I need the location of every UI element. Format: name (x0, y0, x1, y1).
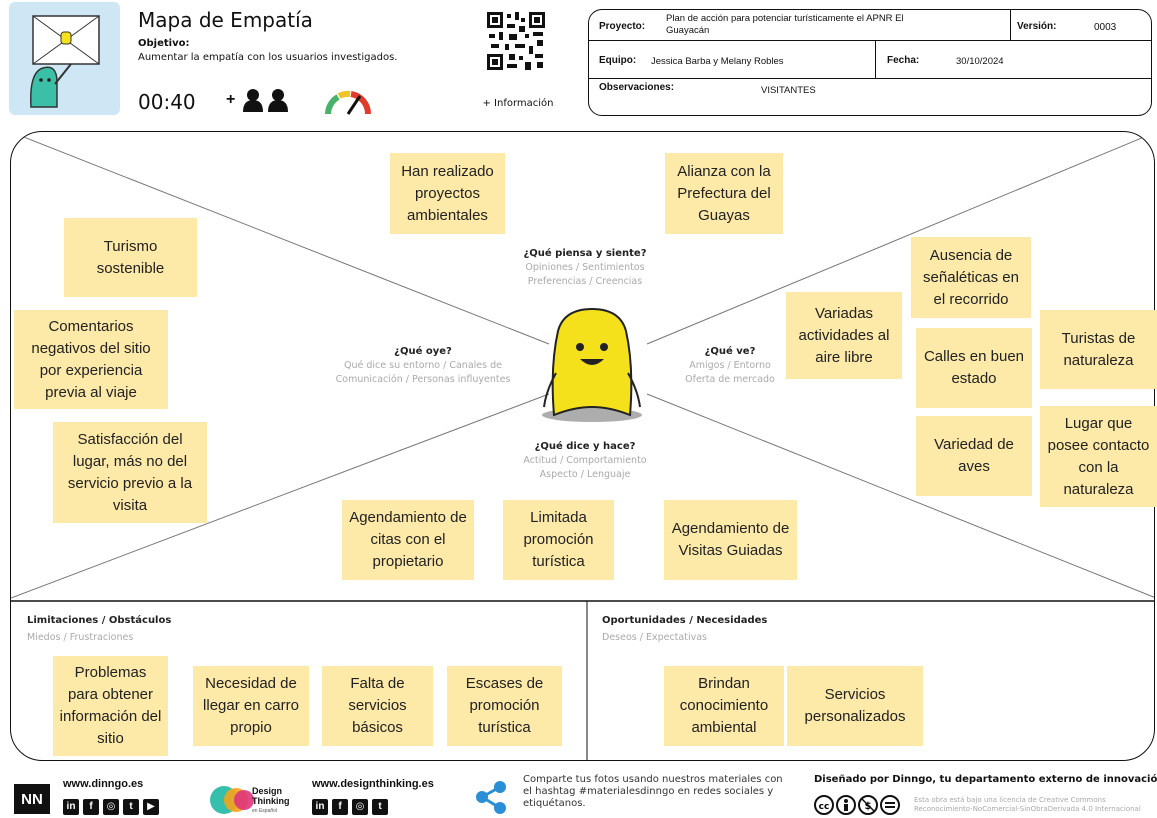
opportunities-subtitle: Deseos / Expectativas (602, 632, 707, 643)
people-count: + (226, 88, 294, 112)
more-info-link[interactable]: + Información (482, 98, 554, 109)
project-value: Plan de acción para potenciar turísticam… (666, 13, 904, 36)
quadrant-say-sub1: Actitud / Comportamiento (523, 455, 647, 466)
sticky-note-see[interactable]: Ausencia de señaléticas en el recorrido (911, 237, 1031, 318)
quadrant-hear: ¿Qué oye? Qué dice su entorno / Canales … (318, 346, 528, 387)
sticky-note-see[interactable]: Variadas actividades al aire libre (786, 292, 902, 379)
sticky-note-opportunity[interactable]: Brindan conocimiento ambiental (664, 666, 784, 746)
quadrant-say-title: ¿Qué dice y hace? (534, 441, 636, 452)
instagram-icon[interactable]: ◎ (103, 799, 119, 815)
design-thinking-site-link[interactable]: www.designthinking.es (312, 778, 434, 790)
empathy-map-character-icon (30, 15, 100, 108)
sticky-note-limitation[interactable]: Escases de promoción turística (447, 666, 562, 746)
quadrant-hear-sub2: Comunicación / Personas influyentes (335, 374, 511, 385)
limitations-title: Limitaciones / Obstáculos (27, 615, 172, 626)
facebook-icon[interactable]: f (332, 799, 348, 815)
creative-commons-icons: cc $ (814, 795, 900, 815)
share-text: Comparte tus fotos usando nuestros mater… (523, 774, 783, 809)
quadrant-think-sub2: Preferencias / Creencias (527, 276, 643, 287)
timer: 00:40 (138, 90, 196, 114)
twitter-icon[interactable]: t (372, 799, 388, 815)
dt-logo-line1: Design (252, 786, 283, 796)
logo-card (9, 2, 120, 115)
share-icon (476, 781, 506, 814)
quadrant-hear-title: ¿Qué oye? (394, 346, 452, 357)
quadrant-think-title: ¿Qué piensa y siente? (523, 248, 647, 259)
quadrant-say-sub2: Aspecto / Lenguaje (539, 469, 631, 480)
quadrant-say: ¿Qué dice y hace? Actitud / Comportamien… (500, 441, 670, 482)
project-info-box: Proyecto: Plan de acción para potenciar … (588, 9, 1152, 116)
sticky-note-say[interactable]: Agendamiento de Visitas Guiadas (664, 500, 797, 580)
dt-logo-line2: Thinking (252, 796, 290, 806)
sticky-note-hear[interactable]: Satisfacción del lugar, más no del servi… (53, 422, 207, 523)
opportunities-title: Oportunidades / Necesidades (602, 615, 768, 626)
observations-value: VISITANTES (761, 85, 816, 96)
svg-text:$: $ (865, 801, 872, 812)
sticky-note-limitation[interactable]: Problemas para obtener información del s… (53, 656, 168, 756)
sticky-note-see[interactable]: Turistas de naturaleza (1040, 310, 1157, 389)
license-text: Esta obra está bajo una licencia de Crea… (914, 796, 1141, 813)
facebook-icon[interactable]: f (83, 799, 99, 815)
sticky-note-say[interactable]: Agendamiento de citas con el propietario (342, 500, 474, 580)
project-label: Proyecto: (599, 21, 646, 32)
youtube-icon[interactable]: ▶ (143, 799, 159, 815)
twitter-icon[interactable]: t (123, 799, 139, 815)
empathy-map-board (10, 131, 1155, 761)
sticky-note-hear[interactable]: Turismo sostenible (64, 218, 197, 297)
date-value: 30/10/2024 (956, 56, 1004, 67)
sticky-note-limitation[interactable]: Necesidad de llegar en carro propio (193, 666, 309, 746)
objective-label: Objetivo: (138, 38, 190, 49)
quadrant-see: ¿Qué ve? Amigos / Entorno Oferta de merc… (660, 346, 800, 387)
quadrant-see-sub2: Oferta de mercado (685, 374, 775, 385)
date-label: Fecha: (887, 55, 920, 66)
linkedin-icon[interactable]: in (312, 799, 328, 815)
design-thinking-logo-text: Design Thinking en Español (252, 786, 290, 816)
version-value: 0003 (1094, 22, 1117, 33)
quadrant-see-sub1: Amigos / Entorno (689, 360, 771, 371)
page-title: Mapa de Empatía (138, 8, 313, 32)
quadrant-dividers (11, 132, 1154, 760)
team-label: Equipo: (599, 55, 637, 66)
sticky-note-see[interactable]: Calles en buen estado (916, 328, 1032, 408)
quadrant-think: ¿Qué piensa y siente? Opiniones / Sentim… (500, 248, 670, 289)
quadrant-see-title: ¿Qué ve? (704, 346, 756, 357)
sticky-note-see[interactable]: Lugar que posee contacto con la naturale… (1040, 406, 1157, 507)
design-thinking-logo-icon (210, 786, 254, 814)
qr-code-icon[interactable] (485, 10, 547, 72)
instagram-icon[interactable]: ◎ (352, 799, 368, 815)
plus-sign: + (226, 91, 236, 108)
dt-logo-line3: en Español (252, 808, 278, 814)
team-value: Jessica Barba y Melany Robles (651, 56, 784, 67)
quadrant-hear-sub1: Qué dice su entorno / Canales de (344, 360, 502, 371)
limitations-subtitle: Miedos / Frustraciones (27, 632, 134, 643)
sticky-note-say[interactable]: Limitada promoción turística (503, 500, 614, 580)
sticky-note-think[interactable]: Han realizado proyectos ambientales (390, 153, 505, 234)
svg-text:cc: cc (819, 802, 830, 812)
designed-by-text: Diseñado por Dinngo, tu departamento ext… (814, 774, 1157, 785)
linkedin-icon[interactable]: in (63, 799, 79, 815)
version-label: Versión: (1017, 21, 1057, 32)
sticky-note-think[interactable]: Alianza con la Prefectura del Guayas (665, 153, 783, 234)
sticky-note-hear[interactable]: Comentarios negativos del sitio por expe… (14, 310, 168, 409)
objective-text: Aumentar la empatía con los usuarios inv… (138, 52, 398, 63)
sticky-note-opportunity[interactable]: Servicios personalizados (787, 666, 923, 746)
observations-label: Observaciones: (599, 82, 675, 93)
empathy-character-icon (542, 307, 642, 422)
dinngo-site-link[interactable]: www.dinngo.es (63, 778, 144, 790)
people-icon (242, 89, 288, 112)
dinngo-logo: NN (14, 784, 50, 814)
sticky-note-limitation[interactable]: Falta de servicios básicos (322, 666, 433, 746)
quadrant-think-sub1: Opiniones / Sentimientos (525, 262, 645, 273)
gauge-icon (325, 90, 372, 115)
sticky-note-see[interactable]: Variedad de aves (916, 416, 1032, 496)
